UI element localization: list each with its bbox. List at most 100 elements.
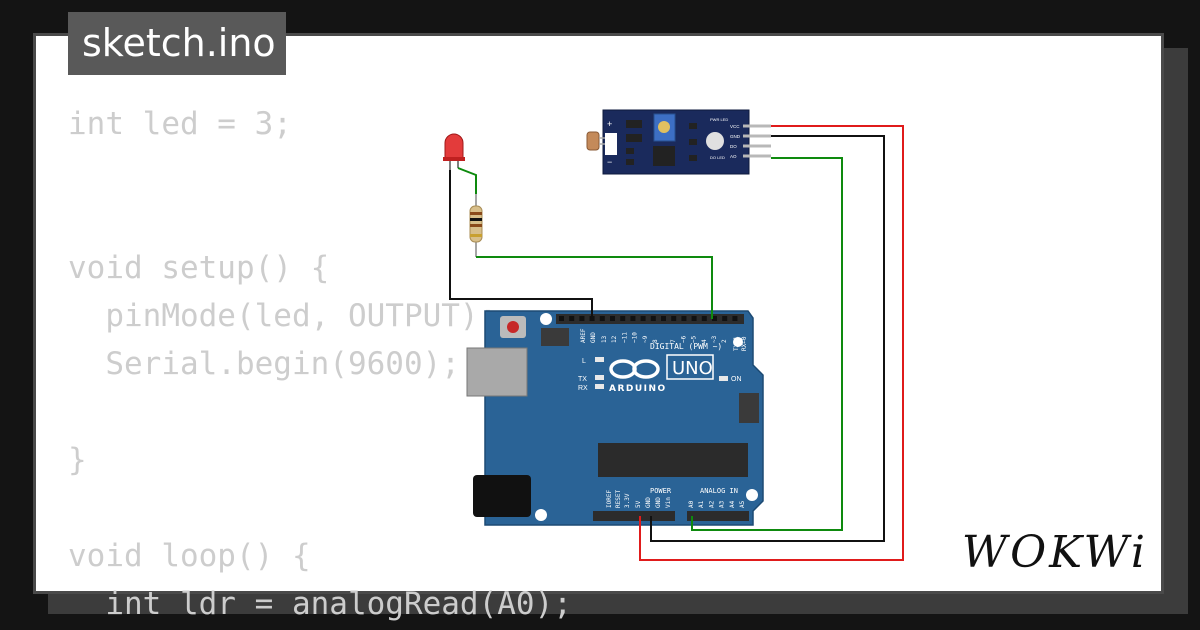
power-header[interactable] <box>593 511 675 521</box>
l-led <box>595 357 604 362</box>
header-pin[interactable] <box>559 316 564 321</box>
mounting-hole <box>733 337 743 347</box>
icsp-header <box>541 328 759 423</box>
circuit-diagram: DIGITAL (PWM ~) L TX RX ARDUINO UNO ON P… <box>443 109 904 561</box>
code-background: int led = 3; void setup() { pinMode(led, … <box>68 100 572 628</box>
code-line: } <box>68 442 87 478</box>
smd-component <box>689 139 697 145</box>
pin-label-ioref: IOREF <box>606 490 613 508</box>
analog-pin-label: A1 <box>698 500 705 508</box>
uno-badge <box>666 354 714 380</box>
digital-pin-label: ~11 <box>621 332 628 343</box>
power-pin-labels: IOREF RESET 3.3V 5V GND GND Vin <box>606 490 672 508</box>
pin-label-gnd: GND <box>730 134 741 139</box>
code-line: pinMode(led, OUTPUT); <box>68 298 498 334</box>
wire-vcc <box>639 125 904 561</box>
sensor-terminal <box>605 133 617 155</box>
arduino-uno-board[interactable]: DIGITAL (PWM ~) L TX RX ARDUINO UNO ON P… <box>466 310 764 526</box>
rx-led-label: RX <box>578 385 588 392</box>
digital-pin-row <box>559 316 738 321</box>
sensor-minus-label: − <box>607 157 612 167</box>
pin-label-reset: RESET <box>615 490 622 508</box>
mounting-hole <box>540 313 552 325</box>
digital-pin-label: ~5 <box>691 335 698 343</box>
power-led <box>706 132 724 150</box>
on-label: ON <box>731 376 742 383</box>
pin-label-gnd: GND <box>655 497 662 508</box>
header-pin[interactable] <box>610 316 615 321</box>
photoresistor-icon <box>586 131 600 151</box>
header-pin[interactable] <box>620 316 626 321</box>
ldr-sensor-module[interactable]: + − PWR LED DO LED VCC GND DO AO <box>586 109 771 175</box>
analog-label: ANALOG IN <box>700 487 738 495</box>
code-line: int ldr = analogRead(A0); <box>68 586 572 622</box>
digital-pin-label: ~10 <box>632 332 639 343</box>
code-line: void loop() { <box>68 538 311 574</box>
arduino-logo-text: ARDUINO <box>609 384 667 394</box>
header-pin[interactable] <box>701 316 707 321</box>
header-pin[interactable] <box>579 316 585 321</box>
pin-label-gnd: GND <box>590 332 597 343</box>
analog-header[interactable] <box>687 511 749 521</box>
header-pin[interactable] <box>661 316 666 321</box>
header-pin[interactable] <box>640 316 646 321</box>
digital-pin-label: ~9 <box>642 335 649 343</box>
header-pin[interactable] <box>732 316 738 321</box>
header-pin[interactable] <box>722 316 728 321</box>
wire-led-gnd <box>449 170 593 319</box>
header-pin[interactable] <box>569 316 575 321</box>
code-line: Serial.begin(9600); <box>68 346 460 382</box>
mounting-hole <box>535 509 547 521</box>
header-pin[interactable] <box>599 316 605 321</box>
rx-led <box>595 384 604 389</box>
analog-pin-label: A5 <box>739 500 746 508</box>
red-led[interactable] <box>443 133 465 171</box>
digital-pin-label: 12 <box>611 335 618 343</box>
header-pin[interactable] <box>630 316 636 321</box>
digital-pin-label: 7 <box>670 339 677 343</box>
digital-pin-label: 13 <box>601 335 608 343</box>
analog-pin-label: A2 <box>708 500 715 508</box>
pin-label-ao: AO <box>730 154 737 159</box>
header-pin[interactable] <box>681 316 687 321</box>
smd-component <box>626 120 642 128</box>
analog-pin-label: A0 <box>688 500 695 508</box>
pin-label-rx: RX←0 <box>741 336 748 351</box>
usb-port <box>466 347 528 397</box>
code-line: int led = 3; <box>68 106 292 142</box>
l-led-label: L <box>582 358 586 365</box>
sketch-tab[interactable]: sketch.ino <box>68 12 286 75</box>
wire-gnd-sensor <box>650 135 885 542</box>
analog-pin-label: A3 <box>719 500 726 508</box>
reset-button-cap <box>507 321 519 333</box>
preview-card: int led = 3; void setup() { pinMode(led, … <box>33 33 1164 622</box>
digital-pin-label: 4 <box>701 339 708 343</box>
resistor[interactable] <box>469 193 483 257</box>
digital-header[interactable] <box>556 314 744 324</box>
pin-label-gnd: GND <box>645 497 652 508</box>
header-pin[interactable] <box>712 316 717 321</box>
header-pin[interactable] <box>671 316 677 321</box>
pwr-led-label: PWR LED <box>710 117 728 122</box>
pin-label-tx: TX→1 <box>733 336 740 351</box>
smd-component <box>626 134 642 142</box>
code-line: void setup() { <box>68 250 330 286</box>
header-pin[interactable] <box>691 316 697 321</box>
pin-label-aref: AREF <box>580 328 587 343</box>
pin-label-do: DO <box>730 144 737 149</box>
sensor-pins[interactable] <box>743 124 771 158</box>
digital-pin-label: ~6 <box>680 335 687 343</box>
pin-label-vin: Vin <box>665 497 672 508</box>
mounting-hole <box>746 489 758 501</box>
atmega-chip <box>598 443 748 477</box>
do-led-label: DO LED <box>710 155 725 160</box>
on-led <box>719 376 728 381</box>
pin-label-vcc: VCC <box>730 124 740 129</box>
arduino-infinity-icon <box>609 359 660 379</box>
wire-led-resistor <box>457 167 477 194</box>
potentiometer-knob[interactable] <box>658 121 670 133</box>
header-pin[interactable] <box>650 316 656 321</box>
digital-pin-label: 2 <box>721 339 728 343</box>
